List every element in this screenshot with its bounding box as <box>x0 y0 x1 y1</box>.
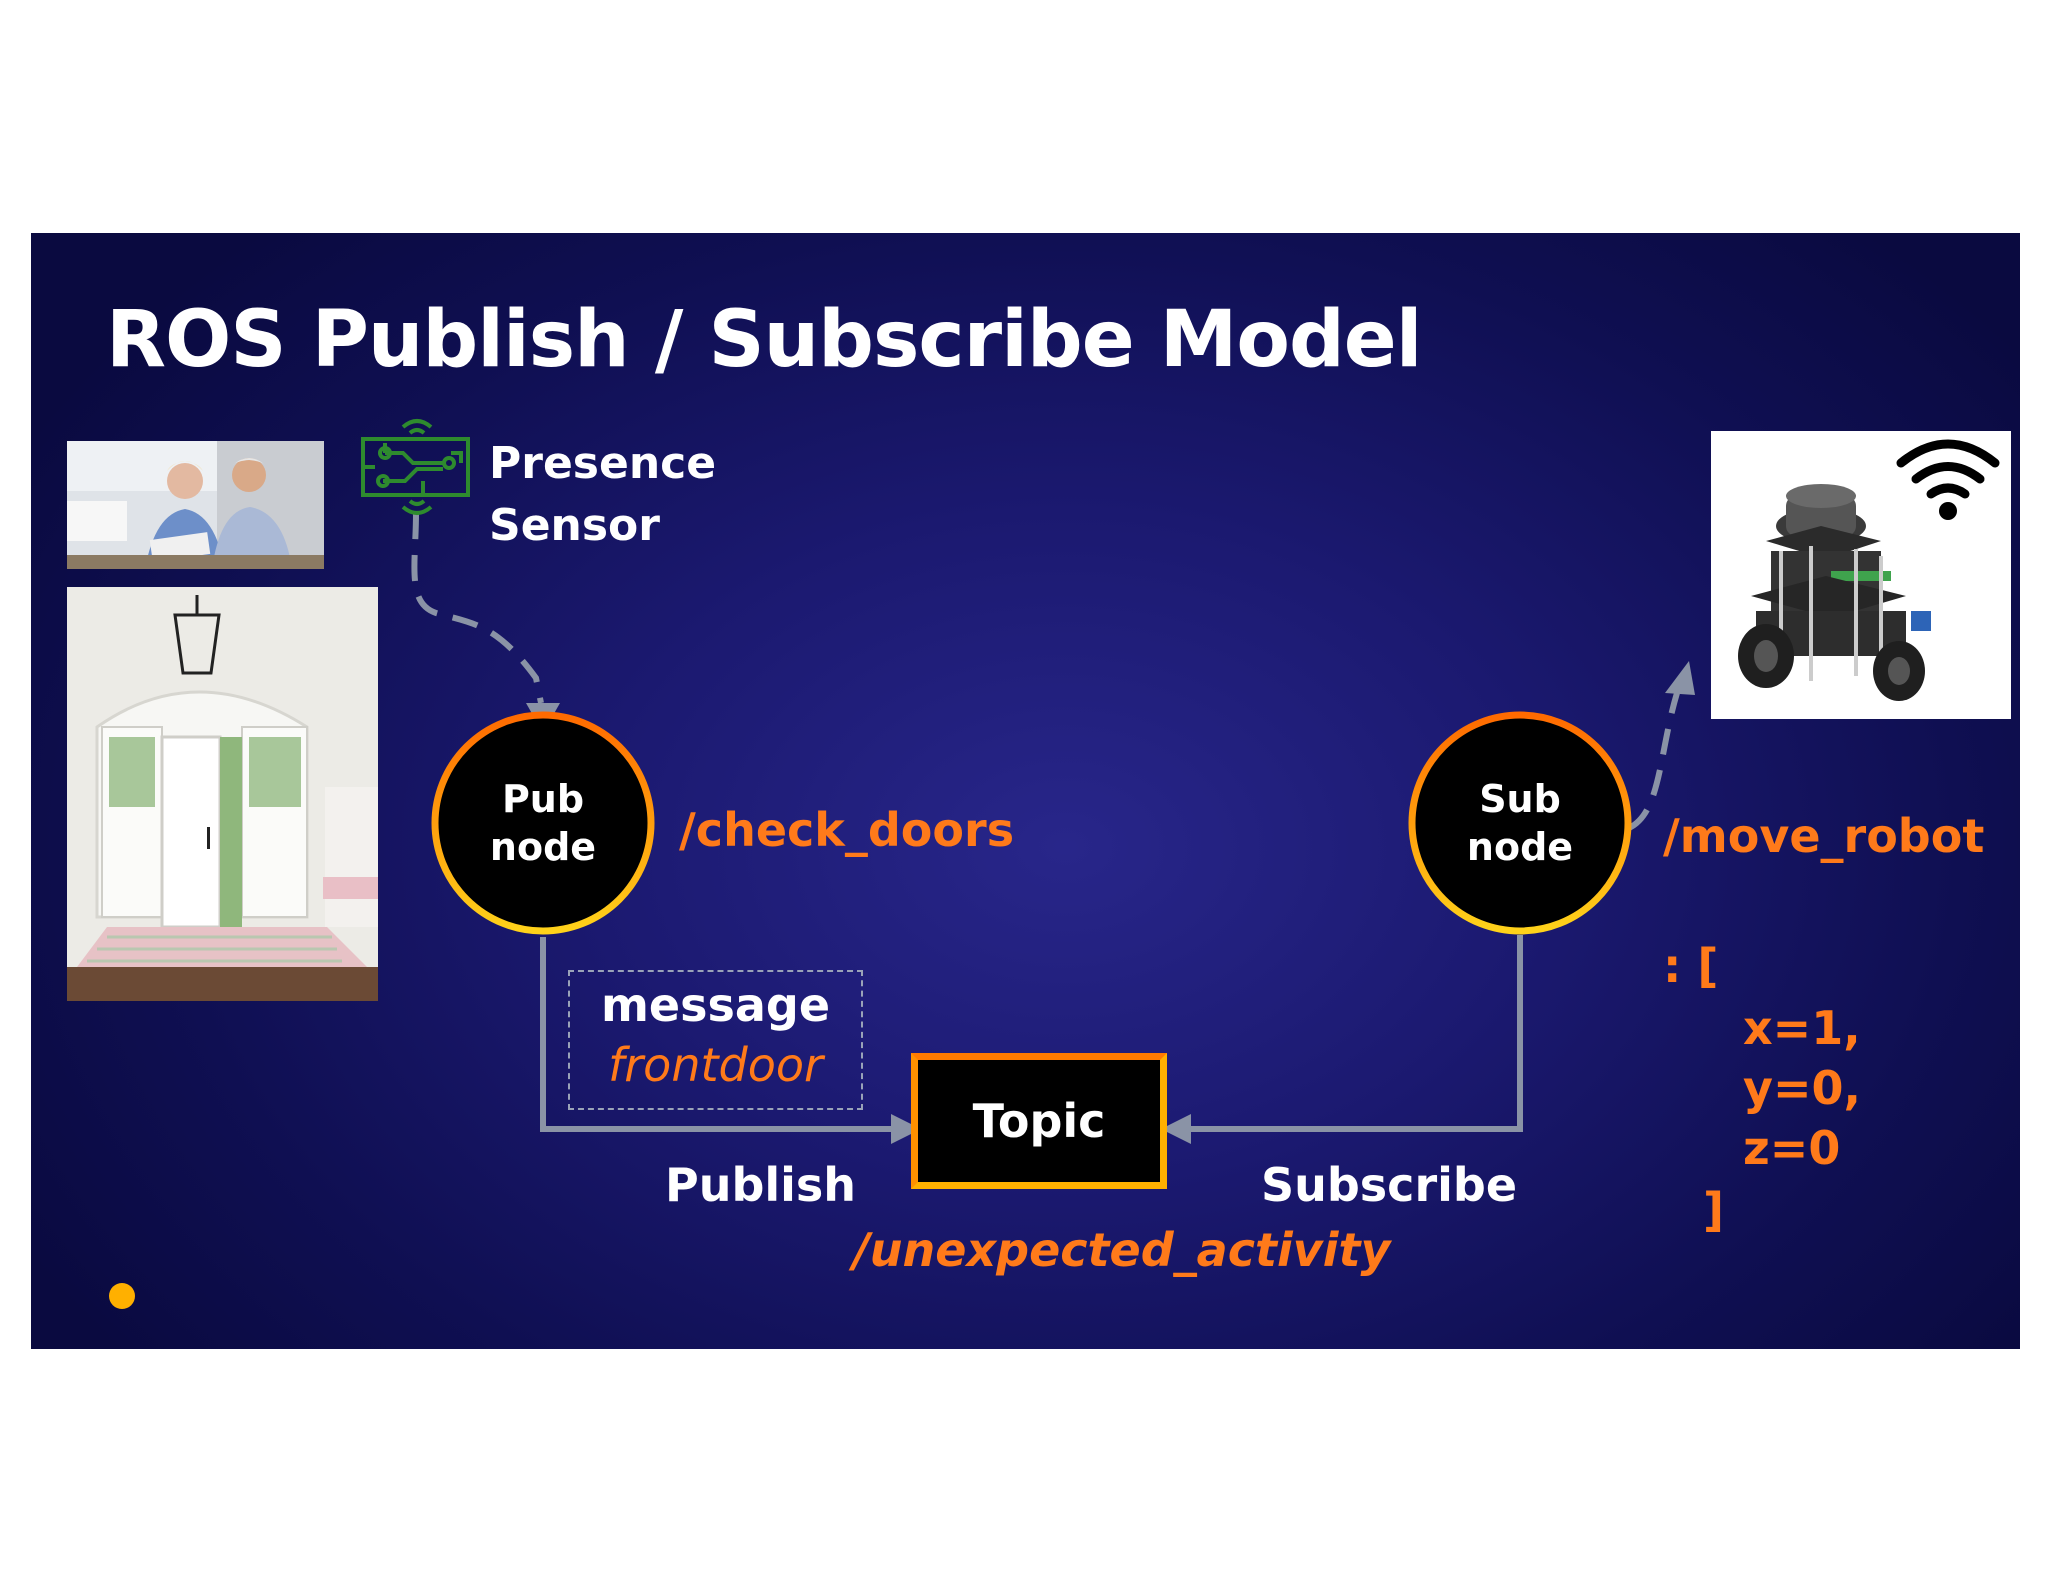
sub-node-line2: node <box>1466 825 1574 869</box>
publish-label: Publish <box>665 1158 857 1212</box>
unexpected-activity-topic-name: /unexpected_activity <box>853 1223 1391 1277</box>
robot-photo <box>1711 431 2011 719</box>
front-door-photo <box>67 587 378 1001</box>
slide-title: ROS Publish / Subscribe Model <box>106 295 1422 385</box>
move-robot-topic-name: /move_robot <box>1663 809 1985 863</box>
bullet-dot <box>109 1283 135 1309</box>
sensor-label-line1: Presence <box>489 438 717 489</box>
sub-node-label: Sub node <box>1420 775 1620 871</box>
sub-node-circle <box>1408 711 1632 935</box>
check-doors-topic-name: /check_doors <box>679 803 1015 857</box>
message-box: message frontdoor <box>568 970 863 1110</box>
payload-y: y=0, <box>1743 1061 1862 1115</box>
payload-close: ] <box>1703 1183 1725 1237</box>
payload-x: x=1, <box>1743 1001 1861 1055</box>
pub-node-line1: Pub <box>501 777 585 821</box>
subscribe-label: Subscribe <box>1261 1158 1518 1212</box>
pub-node-circle <box>431 711 655 935</box>
payload-open: : [ <box>1663 939 1719 993</box>
sensor-label-line2: Sensor <box>489 500 660 551</box>
topic-box: Topic <box>911 1053 1167 1189</box>
pub-to-topic-connector <box>540 937 921 1144</box>
sub-to-topic-connector <box>1161 935 1523 1144</box>
pub-node-label: Pub node <box>443 775 643 871</box>
message-value: frontdoor <box>608 1038 823 1092</box>
pub-node-line2: node <box>489 825 597 869</box>
sensor-label: Presence Sensor <box>489 433 716 557</box>
people-photo <box>67 441 324 569</box>
circuit-board-icon <box>361 419 470 515</box>
payload-z: z=0 <box>1743 1121 1841 1175</box>
topic-label: Topic <box>972 1094 1106 1148</box>
slide: ROS Publish / Subscribe Model <box>31 233 2020 1349</box>
message-label: message <box>600 978 831 1032</box>
sub-node-line1: Sub <box>1479 777 1561 821</box>
connector-layer <box>361 419 1695 1144</box>
sub-to-robot-arrow <box>1627 661 1695 831</box>
